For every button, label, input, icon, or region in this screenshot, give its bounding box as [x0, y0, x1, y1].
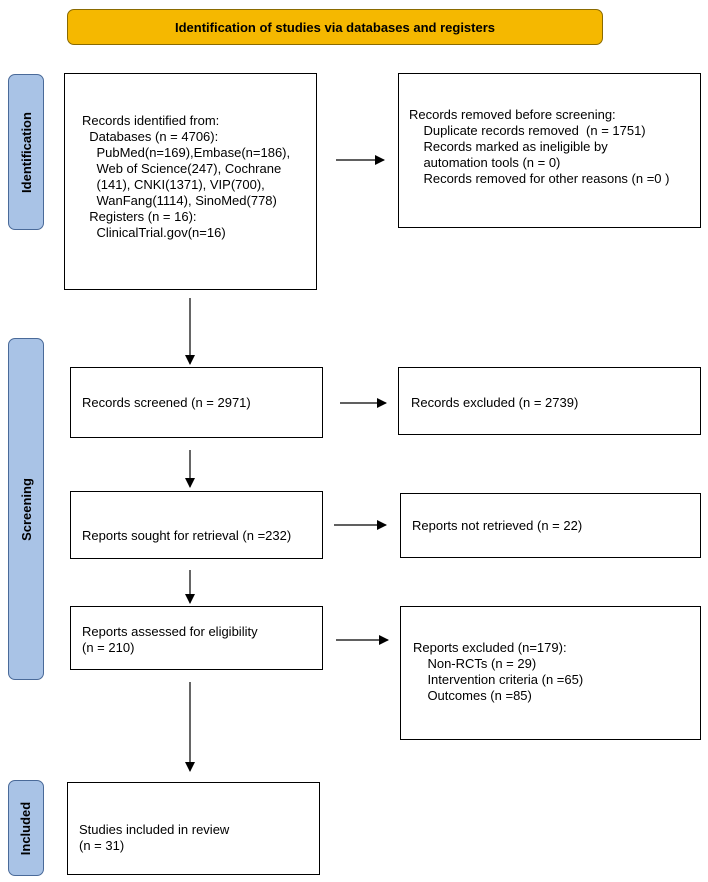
- text-line: Databases (n = 4706):: [82, 129, 219, 144]
- text-line: Records excluded (n = 2739): [411, 395, 579, 410]
- text-line: Records removed before screening:: [409, 107, 616, 122]
- phase-screening: Screening: [8, 338, 44, 680]
- text-line: (141), CNKI(1371), VIP(700),: [82, 177, 265, 192]
- header-title: Identification of studies via databases …: [174, 19, 496, 35]
- text-line: PubMed(n=169),Embase(n=186),: [82, 145, 291, 160]
- text-line: Outcomes (n =85): [413, 688, 532, 703]
- text-line: Records identified from:: [82, 113, 220, 128]
- text-line: Records marked as ineligible by: [409, 139, 608, 154]
- text-line: Duplicate records removed (n = 1751): [409, 123, 646, 138]
- text-line: Non-RCTs (n = 29): [413, 656, 537, 671]
- reports-excluded-box: Reports excluded (n=179): Non-RCTs (n = …: [400, 606, 701, 740]
- phase-included: Included: [8, 780, 44, 876]
- text-line: Records screened (n = 2971): [82, 395, 251, 410]
- text-line: WanFang(1114), SinoMed(778): [82, 193, 277, 208]
- records-removed-box: Records removed before screening: Duplic…: [398, 73, 701, 228]
- phase-identification: Identification: [8, 74, 44, 230]
- reports-assessed-box: Reports assessed for eligibility (n = 21…: [70, 606, 323, 670]
- text-line: Reports not retrieved (n = 22): [412, 518, 583, 533]
- records-screened-box: Records screened (n = 2971): [70, 367, 323, 438]
- text-line: Intervention criteria (n =65): [413, 672, 584, 687]
- text-line: Records removed for other reasons (n =0 …: [409, 171, 670, 186]
- records-excluded-box: Records excluded (n = 2739): [398, 367, 701, 435]
- diagram-header: Identification of studies via databases …: [67, 9, 603, 45]
- text-line: Reports excluded (n=179):: [413, 640, 567, 655]
- text-line: ClinicalTrial.gov(n=16): [82, 225, 226, 240]
- text-line: Reports assessed for eligibility: [82, 624, 258, 639]
- text-line: Reports sought for retrieval (n =232): [82, 528, 292, 543]
- text-line: Registers (n = 16):: [82, 209, 197, 224]
- reports-sought-box: Reports sought for retrieval (n =232): [70, 491, 323, 559]
- text-line: (n = 210): [82, 640, 135, 655]
- records-identified-box: Records identified from: Databases (n = …: [64, 73, 317, 290]
- text-line: Web of Science(247), Cochrane: [82, 161, 282, 176]
- text-line: (n = 31): [79, 838, 125, 853]
- studies-included-box: Studies included in review (n = 31): [67, 782, 320, 875]
- text-line: Studies included in review: [79, 822, 230, 837]
- text-line: automation tools (n = 0): [409, 155, 561, 170]
- reports-not-retrieved-box: Reports not retrieved (n = 22): [400, 493, 701, 558]
